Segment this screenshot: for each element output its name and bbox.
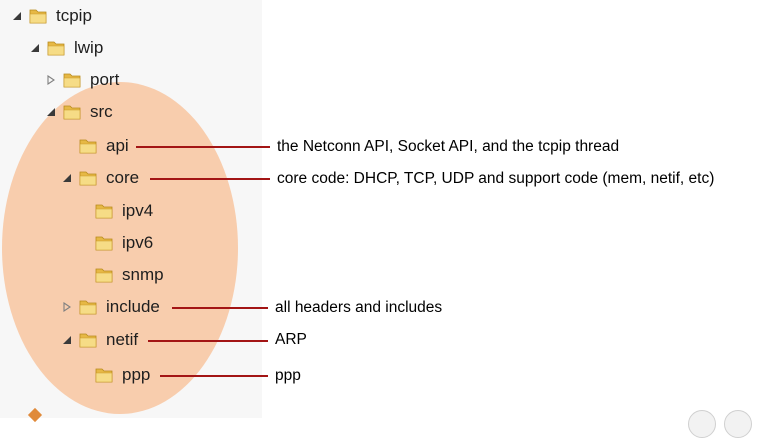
tree-item-ppp[interactable]: ppp bbox=[76, 362, 150, 388]
tree-spacer bbox=[76, 204, 90, 218]
annotation-netif: ARP bbox=[275, 331, 307, 348]
triangle-collapsed-icon[interactable] bbox=[60, 300, 74, 314]
folder-icon bbox=[28, 6, 48, 26]
folder-icon bbox=[62, 70, 82, 90]
folder-icon bbox=[46, 38, 66, 58]
folder-icon bbox=[94, 365, 114, 385]
leader-line-api bbox=[136, 146, 270, 148]
highlight-ellipse bbox=[2, 82, 238, 414]
tree-item-label: tcpip bbox=[56, 6, 92, 25]
triangle-expanded-icon[interactable] bbox=[28, 41, 42, 55]
tree-item-src[interactable]: src bbox=[44, 99, 113, 125]
folder-icon bbox=[94, 265, 114, 285]
tree-item-label: include bbox=[106, 297, 160, 316]
annotation-ppp: ppp bbox=[275, 367, 301, 384]
tree-item-label: ipv6 bbox=[122, 233, 154, 252]
annotation-include: all headers and includes bbox=[275, 299, 443, 316]
triangle-expanded-icon[interactable] bbox=[44, 105, 58, 119]
tree-spacer bbox=[60, 139, 74, 153]
tree-item-port[interactable]: port bbox=[44, 67, 119, 93]
folder-icon bbox=[94, 201, 114, 221]
triangle-expanded-icon[interactable] bbox=[60, 333, 74, 347]
tree-item-tcpip[interactable]: tcpip bbox=[10, 3, 92, 29]
folder-icon bbox=[78, 330, 98, 350]
triangle-expanded-icon[interactable] bbox=[10, 9, 24, 23]
tree-spacer bbox=[76, 236, 90, 250]
annotation-api: the Netconn API, Socket API, and the tcp… bbox=[277, 138, 620, 155]
tree-item-label: snmp bbox=[122, 265, 164, 284]
tree-item-label: ipv4 bbox=[122, 201, 154, 220]
leader-line-include bbox=[172, 307, 268, 309]
tree-item-label: src bbox=[90, 102, 113, 121]
tree-item-ipv4[interactable]: ipv4 bbox=[76, 198, 153, 224]
tree-item-ipv6[interactable]: ipv6 bbox=[76, 230, 153, 256]
tree-spacer bbox=[76, 368, 90, 382]
tree-item-include[interactable]: include bbox=[60, 294, 160, 320]
tree-item-core[interactable]: core bbox=[60, 165, 139, 191]
tree-item-lwip[interactable]: lwip bbox=[28, 35, 103, 61]
tree-item-label: netif bbox=[106, 330, 139, 349]
tree-item-label: core bbox=[106, 168, 140, 187]
tree-item-label: ppp bbox=[122, 365, 151, 384]
triangle-expanded-icon[interactable] bbox=[60, 171, 74, 185]
partial-circle-button[interactable] bbox=[724, 410, 752, 438]
tree-spacer bbox=[76, 268, 90, 282]
tree-item-label: lwip bbox=[74, 38, 104, 57]
leader-line-core bbox=[150, 178, 270, 180]
folder-icon bbox=[78, 136, 98, 156]
tree-item-api[interactable]: api bbox=[60, 133, 129, 159]
triangle-collapsed-icon[interactable] bbox=[44, 73, 58, 87]
annotation-core: core code: DHCP, TCP, UDP and support co… bbox=[277, 170, 715, 187]
leader-line-netif bbox=[148, 340, 268, 342]
folder-icon bbox=[94, 233, 114, 253]
tree-item-snmp[interactable]: snmp bbox=[76, 262, 164, 288]
tree-item-netif[interactable]: netif bbox=[60, 327, 138, 353]
tree-item-label: api bbox=[106, 136, 129, 155]
folder-icon bbox=[78, 297, 98, 317]
folder-icon bbox=[62, 102, 82, 122]
leader-line-ppp bbox=[160, 375, 268, 377]
partial-circle-button[interactable] bbox=[688, 410, 716, 438]
tree-item-label: port bbox=[90, 70, 120, 89]
folder-icon bbox=[78, 168, 98, 188]
